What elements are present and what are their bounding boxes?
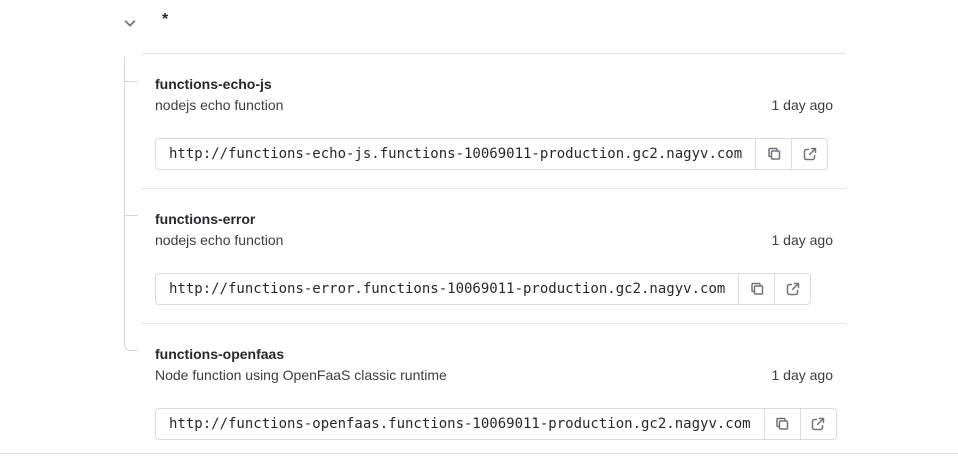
copy-icon [767, 147, 780, 160]
function-updated-timestamp: 1 day ago [771, 232, 834, 248]
function-list-item: functions-error nodejs echo function 1 d… [141, 189, 846, 324]
tree-connector-tick [124, 81, 138, 82]
function-list: functions-echo-js nodejs echo function 1… [141, 53, 846, 456]
external-link-icon [803, 147, 816, 161]
function-url-field[interactable]: http://functions-error.functions-1006901… [155, 273, 740, 305]
chevron-down-icon [124, 20, 136, 27]
function-meta-row: nodejs echo function 1 day ago [155, 230, 833, 251]
open-url-button[interactable] [791, 138, 829, 170]
copy-icon [776, 417, 789, 430]
function-meta-row: nodejs echo function 1 day ago [155, 95, 833, 116]
function-updated-timestamp: 1 day ago [771, 367, 834, 383]
function-updated-timestamp: 1 day ago [771, 97, 834, 113]
function-list-item: functions-echo-js nodejs echo function 1… [141, 54, 846, 189]
function-url-group: http://functions-echo-js.functions-10069… [155, 138, 829, 170]
open-url-button[interactable] [774, 273, 812, 305]
section-bottom-divider [0, 453, 958, 454]
function-name[interactable]: functions-echo-js [155, 76, 272, 92]
copy-url-button[interactable] [738, 273, 776, 305]
function-description: Node function using OpenFaaS classic run… [155, 367, 447, 383]
function-name[interactable]: functions-openfaas [155, 346, 285, 362]
environment-folder-header: * [0, 0, 958, 53]
tree-connector-corner [124, 338, 138, 351]
environment-scope-title: * [162, 11, 169, 28]
copy-url-button[interactable] [755, 138, 793, 170]
copy-url-button[interactable] [763, 408, 801, 440]
function-name[interactable]: functions-error [155, 211, 256, 227]
copy-icon [751, 282, 764, 295]
external-link-icon [811, 417, 825, 431]
function-description: nodejs echo function [155, 232, 284, 248]
collapse-toggle-button[interactable] [119, 13, 141, 33]
tree-connector-tick [124, 215, 138, 216]
function-description: nodejs echo function [155, 97, 284, 113]
open-url-button[interactable] [799, 408, 837, 440]
function-url-field[interactable]: http://functions-openfaas.functions-1006… [155, 408, 765, 440]
function-list-item: functions-openfaas Node function using O… [141, 324, 846, 456]
function-meta-row: Node function using OpenFaaS classic run… [155, 365, 833, 386]
external-link-icon [786, 282, 800, 296]
function-url-group: http://functions-error.functions-1006901… [155, 273, 812, 305]
tree-connector-vertical-line [124, 57, 125, 338]
function-url-group: http://functions-openfaas.functions-1006… [155, 408, 837, 440]
function-url-field[interactable]: http://functions-echo-js.functions-10069… [155, 138, 757, 170]
